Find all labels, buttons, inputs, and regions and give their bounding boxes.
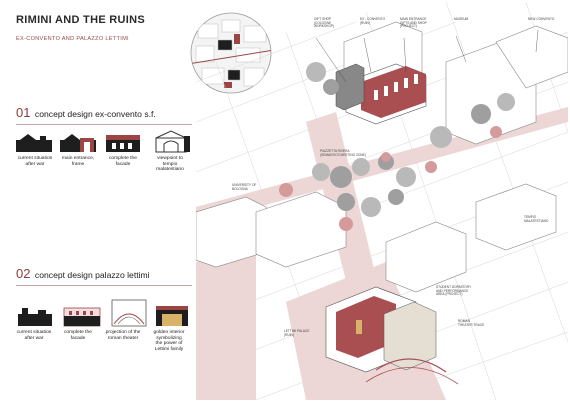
section-2-caption-2: complete the facade — [63, 330, 92, 341]
section-2-number: 02 — [16, 266, 31, 281]
section-2-title: concept design palazzo lettimi — [34, 270, 150, 280]
label-roman-theater: ROMAN THEATER TRACE — [458, 319, 485, 327]
section-1-caption-2: main entrance, frame — [61, 156, 95, 167]
page-subtitle: EX-CONVENTO AND PALAZZO LETTIMI — [16, 36, 129, 42]
pictogram-main-entrance — [60, 134, 96, 152]
section-2-caption-4: golden interior symbolizing the power of… — [153, 330, 185, 352]
section-1-divider — [16, 124, 192, 125]
label-new-convento: NEW CONVENTO — [528, 17, 555, 21]
label-piazzetta: PIAZZETTA RIVERA (SEMANTICS MEETING ZONE… — [320, 149, 366, 157]
section-1-heading: 01 concept design ex-convento s.f. — [16, 104, 156, 122]
section-1-number: 01 — [16, 105, 31, 120]
pictogram-golden-interior — [156, 306, 188, 326]
ex-convento-model — [335, 63, 427, 125]
label-ex-convento: EX - CONVENTO (RUIN) — [360, 17, 386, 25]
palazzo-lettimi-model — [325, 286, 459, 385]
section-1-pictograms — [16, 130, 190, 153]
label-university: UNIVERSITY OF BOLOGNA — [232, 183, 257, 191]
section-1-title: concept design ex-convento s.f. — [34, 109, 156, 119]
pictogram-current-situation-2 — [18, 308, 52, 326]
label-tempio: TEMPIO MALATESTIANO — [524, 215, 549, 223]
page-title: RIMINI AND THE RUINS — [16, 14, 146, 26]
pictogram-complete-facade-2 — [63, 307, 101, 327]
label-museum: MUSEUM — [454, 17, 469, 21]
label-lettimi-ruin: LETTIMI PALACE (RUIN) — [284, 329, 310, 337]
section-1-caption-1: current situation after war — [17, 156, 53, 167]
label-main-entrance: MAIN ENTRANCE GIFTS AND SHOP (PROJECT) — [400, 17, 427, 29]
plan-trees — [279, 62, 515, 231]
axonometric-plan — [196, 2, 568, 400]
section-2-divider — [16, 285, 192, 286]
pictogram-viewpoint — [155, 130, 190, 153]
section-2-pictograms — [18, 299, 188, 327]
locator-map — [190, 12, 272, 94]
label-gift-shop: GIFT SHOP (COLOGNE WORKSHOP) — [314, 17, 335, 29]
pictogram-roman-theater — [111, 299, 147, 327]
pictogram-current-situation-1 — [16, 134, 52, 152]
label-student-dorm: STUDENT DORMITORY AND PERFORMANCE AREA (… — [436, 285, 472, 297]
section-2-caption-3: projection of the roman theater — [105, 330, 141, 341]
pictogram-complete-facade-1 — [106, 135, 140, 152]
section-1-caption-3: complete the facade — [108, 156, 137, 167]
section-1-caption-4: viewpoint to tempio malatestiano — [156, 156, 184, 173]
section-2-heading: 02 concept design palazzo lettimi — [16, 265, 150, 283]
plan-leader-lines — [315, 29, 539, 83]
section-2-caption-1: current situation after war — [16, 330, 52, 341]
